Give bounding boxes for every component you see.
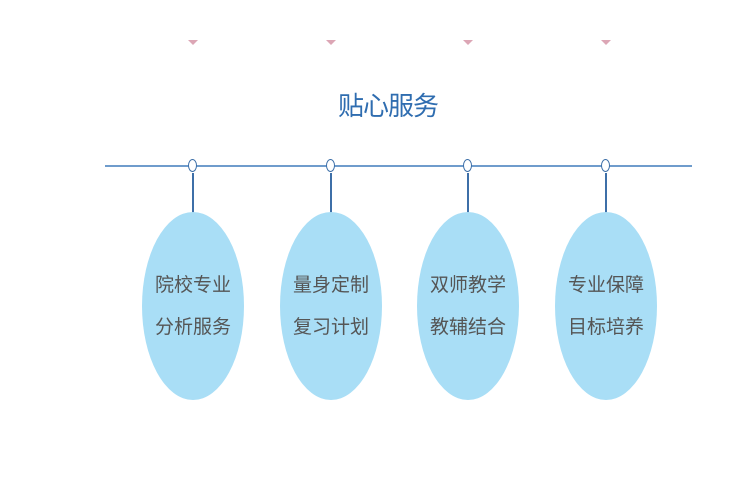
timeline-node xyxy=(463,159,472,172)
timeline-node xyxy=(188,159,197,172)
connector-line xyxy=(192,173,194,215)
service-line2: 教辅结合 xyxy=(429,316,506,338)
marker-triangle-icon xyxy=(601,40,611,45)
service-bubble: 量身定制 复习计划 xyxy=(280,212,382,400)
timeline-node xyxy=(601,159,610,172)
service-bubble: 专业保障 目标培养 xyxy=(555,212,657,400)
service-line1: 双师教学 xyxy=(429,274,506,296)
service-line1: 院校专业 xyxy=(154,274,231,296)
marker-triangle-icon xyxy=(326,40,336,45)
service-line2: 目标培养 xyxy=(567,316,644,338)
marker-triangle-icon xyxy=(463,40,473,45)
timeline-line xyxy=(105,165,692,167)
service-line1: 专业保障 xyxy=(567,274,644,296)
connector-line xyxy=(467,173,469,215)
service-line1: 量身定制 xyxy=(292,274,369,296)
service-line2: 分析服务 xyxy=(154,316,231,338)
marker-triangle-icon xyxy=(188,40,198,45)
service-bubble: 院校专业 分析服务 xyxy=(142,212,244,400)
service-line2: 复习计划 xyxy=(292,316,369,338)
service-bubble: 双师教学 教辅结合 xyxy=(417,212,519,400)
timeline-node xyxy=(326,159,335,172)
connector-line xyxy=(330,173,332,215)
connector-line xyxy=(605,173,607,215)
section-title: 贴心服务 xyxy=(337,92,439,122)
